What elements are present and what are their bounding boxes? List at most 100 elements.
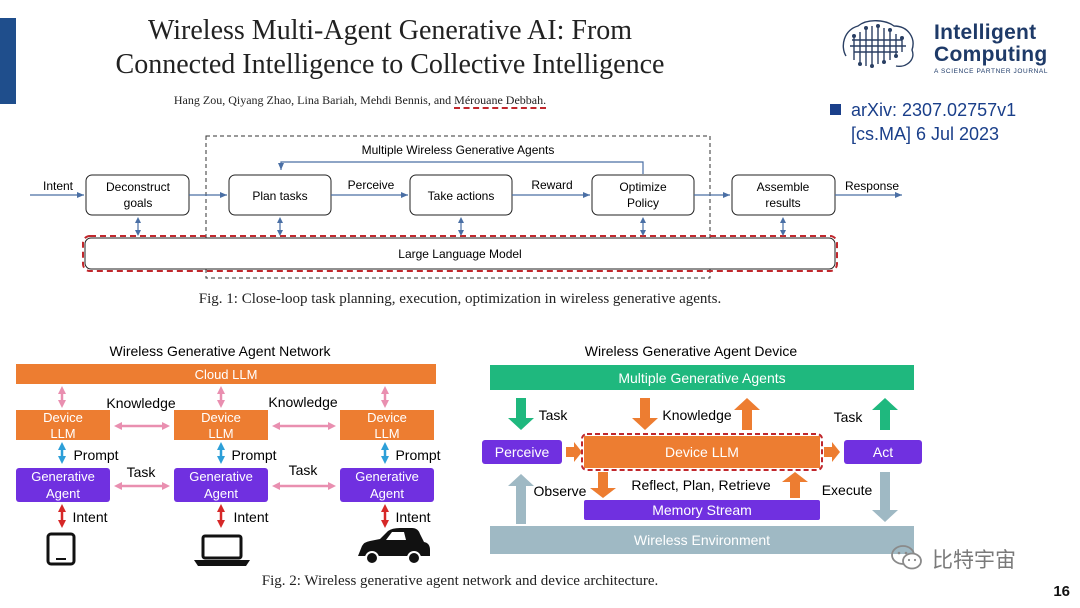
device-llm-middle [174,410,268,440]
arxiv-reference: arXiv: 2307.02757v1 [cs.MA] 6 Jul 2023 [830,98,1070,146]
task-label-right: Task [834,409,864,425]
task-label-left: Task [127,464,157,480]
perceive-label: Perceive [348,178,395,192]
deconstruct-line-2: goals [124,196,153,210]
cloud-device-links [58,386,389,408]
retrieve-up-arrow [782,472,808,498]
device-llm-middle-line-1: Device [201,410,241,425]
assemble-line-1: Assemble [757,180,810,194]
act-box [844,440,922,464]
figure-2-network: Wireless Generative Agent Network Cloud … [16,343,441,566]
knowledge-label-right: Knowledge [268,394,337,410]
accent-bar [0,18,16,104]
deconstruct-line-1: Deconstruct [106,180,171,194]
assemble-line-2: results [765,196,800,210]
author-list: Hang Zou, Qiyang Zhao, Lina Bariah, Mehd… [120,93,600,109]
bullet-square-icon [830,104,841,115]
intent-label-middle: Intent [233,509,268,525]
network-title: Wireless Generative Agent Network [110,343,332,359]
agents-group-frame [205,135,711,279]
agents-bar [490,365,914,390]
authors-prefix: Hang Zou, Qiyang Zhao, Lina Bariah, Mehd… [173,93,455,107]
device-llm-left [16,410,110,440]
logo-wordmark: Intelligent Computing A SCIENCE PARTNER … [934,21,1049,76]
arxiv-id: arXiv: 2307.02757v1 [851,100,1017,120]
take-actions-label: Take actions [428,189,495,203]
prompt-label-left: Prompt [73,447,118,463]
fig2-caption: Fig. 2: Wireless generative agent networ… [261,573,659,589]
intent-label-right: Intent [395,509,430,525]
reflect-down-arrow [590,472,616,498]
intent-label: Intent [43,179,74,193]
figure-1: Multiple Wireless Generative Agents Inte… [30,135,902,279]
knowledge-up-arrow [734,398,760,430]
arxiv-date: [cs.MA] 6 Jul 2023 [851,124,1000,144]
reflect-label: Reflect, Plan, Retrieve [631,477,770,493]
agent-right-line-1: Generative [355,469,419,484]
knowledge-down-arrow [632,398,658,430]
title-line-1: Wireless Multi-Agent Generative AI: From [147,15,633,46]
knowledge-label-left: Knowledge [106,395,175,411]
task-up-arrow [872,398,898,430]
page-number: 16 [1053,583,1070,600]
logo-line-2: Computing [934,43,1048,66]
cloud-llm-bar [16,364,436,384]
device-title: Wireless Generative Agent Device [585,343,798,359]
memory-stream-label: Memory Stream [652,502,752,518]
agent-right [340,468,434,502]
device-llm-right-line-2: LLM [374,426,399,441]
execute-down-arrow [872,472,898,522]
device-llm-middle-line-2: LLM [208,426,233,441]
agent-right-line-2: Agent [370,486,404,501]
execute-label: Execute [822,482,873,498]
knowledge-label: Knowledge [662,407,731,423]
plan-tasks-label: Plan tasks [252,189,307,203]
optimize-line-1: Optimize [619,180,667,194]
journal-logo: Intelligent Computing A SCIENCE PARTNER … [836,14,1068,80]
perceive-box [482,440,562,464]
prompt-label-right: Prompt [395,447,440,463]
wireless-environment-label: Wireless Environment [634,532,770,548]
device-llm-left-line-2: LLM [50,426,75,441]
wechat-icon [891,545,922,570]
task-down-arrow [508,398,534,430]
logo-line-1: Intelligent [934,21,1037,44]
response-label: Response [845,179,899,193]
device-llm-highlight-frame [581,433,823,471]
device-llm-right [340,410,434,440]
perceive-to-llm-arrow [566,442,582,462]
llm-links [135,217,786,236]
device-llm-box [584,436,820,468]
agent-left-line-2: Agent [46,486,80,501]
optimize-line-2: Policy [627,196,659,210]
reward-label: Reward [531,178,572,192]
llm-label: Large Language Model [398,247,521,261]
car-icon [358,528,430,565]
agent-left [16,468,110,502]
figure-2-device: Wireless Generative Agent Device Multipl… [482,343,922,554]
agents-group-label: Multiple Wireless Generative Agents [362,143,555,157]
device-llm-right-line-1: Device [367,410,407,425]
llm-highlight-frame [82,235,838,272]
agent-left-line-1: Generative [31,469,95,484]
llm-box [84,237,836,270]
intent-links [58,504,389,528]
intent-label-left: Intent [72,509,107,525]
agents-bar-label: Multiple Generative Agents [618,370,785,386]
fig1-caption: Fig. 1: Close-loop task planning, execut… [198,291,722,307]
watermark: 比特宇宙 [890,540,1050,576]
perceive-label: Perceive [495,444,550,460]
act-label: Act [873,444,893,460]
watermark-text: 比特宇宙 [932,549,1016,572]
feedback-arrow [278,161,644,174]
authors-highlight: Mérouane Debbah. [454,93,547,109]
paper-title: Wireless Multi-Agent Generative AI: From… [60,14,720,82]
device-llm-left-line-1: Device [43,410,83,425]
task-label-right: Task [289,462,319,478]
title-line-2: Connected Intelligence to Collective Int… [115,49,665,80]
laptop-icon [194,534,250,566]
brain-circuit-icon [842,20,914,68]
agent-middle-line-2: Agent [204,486,238,501]
logo-subtitle: A SCIENCE PARTNER JOURNAL [934,68,1049,75]
prompt-label-middle: Prompt [231,447,276,463]
